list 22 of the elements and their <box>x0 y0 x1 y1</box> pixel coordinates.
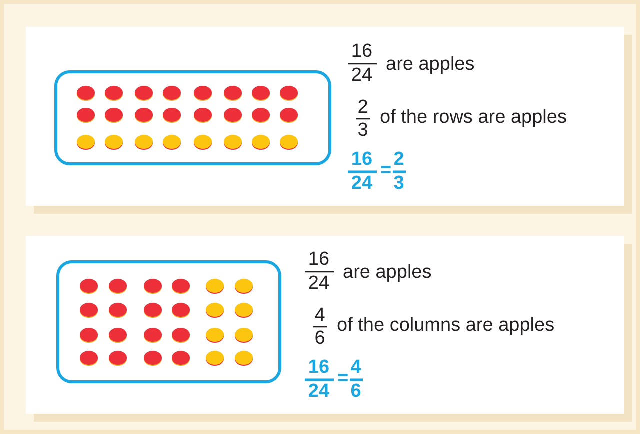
denominator: 24 <box>308 274 330 294</box>
numerator: 16 <box>308 358 330 378</box>
fraction-statement: of the columns are apples <box>337 316 555 336</box>
denominator: 6 <box>350 382 362 402</box>
numerator: 4 <box>350 358 362 378</box>
denominator: 3 <box>394 174 404 194</box>
denominator: 24 <box>351 66 373 86</box>
equals-sign: = <box>380 161 392 181</box>
numerator: 16 <box>351 150 373 170</box>
denominator: 6 <box>314 329 326 349</box>
numerator: 2 <box>358 98 368 118</box>
fraction-statement: are apples <box>343 263 432 283</box>
denominator: 24 <box>351 174 373 194</box>
numerator: 16 <box>351 42 373 62</box>
numerator: 4 <box>314 306 326 326</box>
fraction-statement: are apples <box>386 55 475 75</box>
fraction-statement: of the rows are apples <box>380 108 567 128</box>
equals-sign: = <box>337 369 349 389</box>
denominator: 24 <box>308 382 330 402</box>
numerator: 2 <box>394 150 404 170</box>
numerator: 16 <box>308 250 330 270</box>
denominator: 3 <box>358 121 368 141</box>
